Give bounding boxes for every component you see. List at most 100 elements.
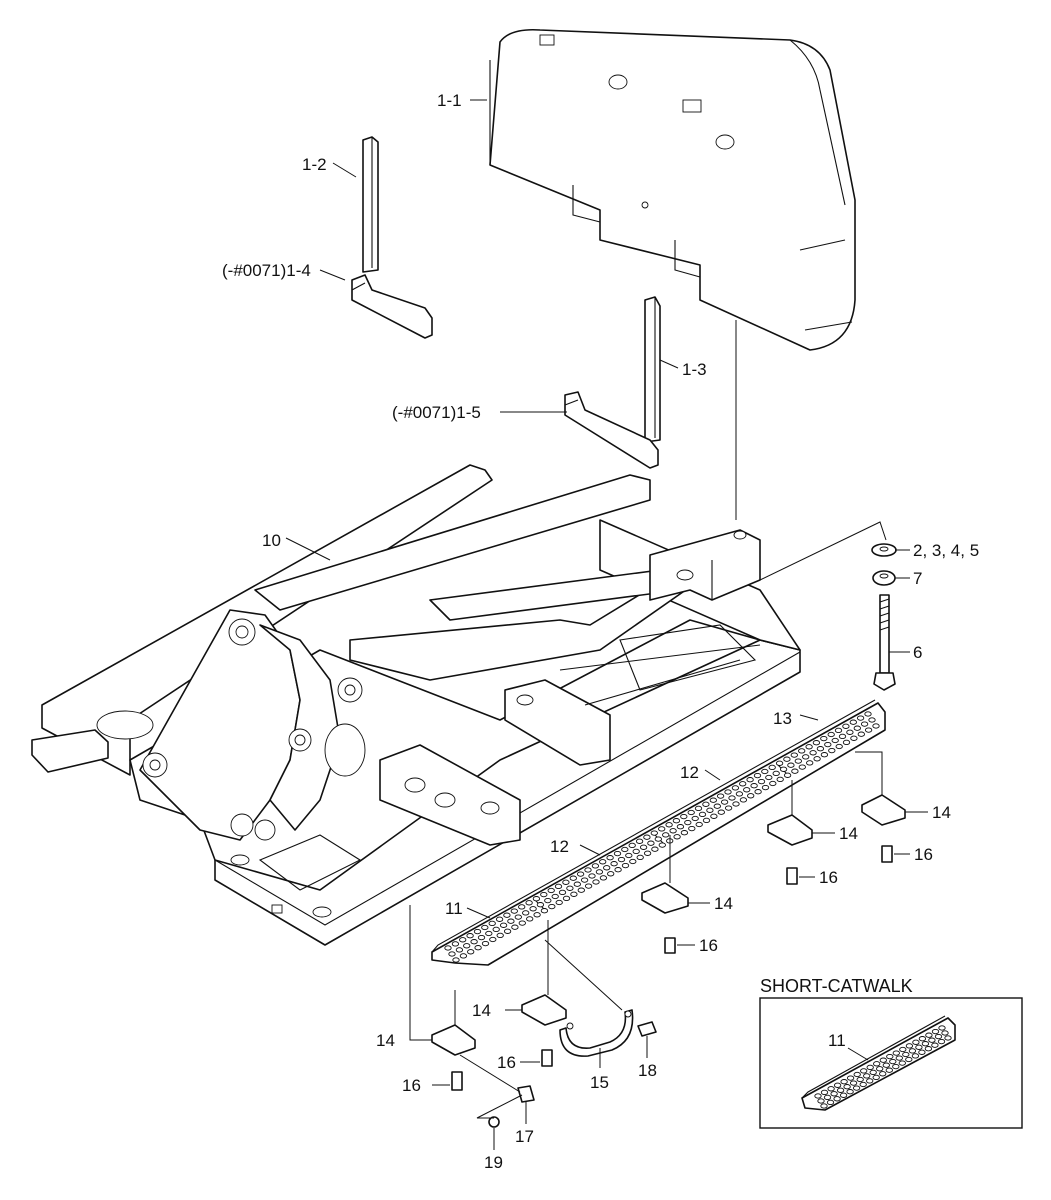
perforation — [709, 797, 717, 803]
perforation — [872, 1074, 880, 1081]
catwalk-holes — [444, 711, 880, 963]
perforation — [840, 1079, 848, 1085]
liner-1-2 — [362, 136, 379, 273]
perforation — [850, 735, 858, 741]
perforation — [588, 873, 596, 879]
perforation — [872, 723, 880, 729]
perforation — [938, 1025, 946, 1031]
perforation — [724, 789, 732, 795]
perforation — [698, 811, 707, 818]
perforation — [806, 760, 814, 766]
perforation — [798, 748, 806, 754]
perforation — [820, 735, 828, 742]
perforation — [691, 815, 699, 822]
perforation — [566, 885, 574, 891]
label-11: 11 — [445, 899, 463, 918]
perforation — [925, 1032, 933, 1038]
perforation — [551, 893, 559, 900]
perforation — [864, 711, 872, 717]
label-12-b: 12 — [550, 837, 569, 856]
perforation — [540, 891, 548, 898]
label-18: 18 — [638, 1061, 657, 1080]
perforation — [614, 867, 622, 873]
label-1-2: 1-2 — [302, 155, 327, 174]
perforation — [918, 1036, 927, 1042]
perforation — [941, 1030, 949, 1036]
perforation — [503, 928, 512, 934]
perforation — [676, 824, 685, 830]
perforation — [846, 1075, 855, 1081]
part-labels: 1-1 1-2 (-#0071)1-4 1-3 (-#0071)1-5 10 2… — [222, 91, 979, 1172]
perforation — [662, 832, 670, 838]
perforation — [470, 939, 478, 945]
label-16-a: 16 — [914, 845, 933, 864]
stay-15 — [559, 1009, 634, 1057]
perforation — [451, 941, 460, 947]
perforation — [828, 747, 836, 754]
perforation — [639, 844, 648, 850]
perforation — [934, 1033, 943, 1040]
perforation — [477, 934, 486, 941]
perforation — [536, 902, 545, 908]
perforation — [673, 834, 681, 840]
perforation — [924, 1046, 933, 1052]
perforation — [555, 899, 563, 906]
perforation — [860, 721, 869, 727]
perforation — [629, 858, 637, 865]
perforation — [710, 813, 718, 819]
perforation — [895, 1055, 903, 1061]
perforation — [757, 778, 766, 785]
perforation — [809, 750, 817, 756]
perforation — [481, 940, 490, 947]
perforation — [769, 780, 777, 787]
perforation — [455, 947, 464, 953]
liner-1-4 — [351, 274, 433, 339]
perforation — [573, 881, 581, 887]
perforation — [607, 871, 615, 877]
perforation — [856, 715, 865, 721]
leader-lines — [285, 99, 928, 1150]
perforation — [911, 1053, 920, 1059]
perforation — [525, 900, 533, 906]
perforation — [554, 883, 563, 890]
perforation — [570, 891, 578, 897]
perforation — [805, 744, 813, 750]
perforation — [466, 933, 474, 939]
perforation — [522, 910, 530, 916]
perforation — [827, 731, 835, 738]
perforation — [826, 1099, 835, 1106]
perforation — [853, 725, 861, 731]
washer-7 — [872, 570, 896, 586]
catwalk-assembly — [431, 699, 886, 966]
perforation — [599, 859, 607, 865]
label-10: 10 — [262, 531, 281, 550]
perforation — [544, 897, 552, 904]
label-15: 15 — [590, 1073, 609, 1092]
perforation — [518, 904, 526, 910]
perforation — [562, 895, 571, 902]
perforation — [886, 1053, 894, 1060]
bolt-18 — [637, 1021, 657, 1037]
label-14-b: 14 — [472, 1001, 491, 1020]
perforation — [610, 861, 618, 867]
perforation — [863, 1073, 871, 1079]
perforation — [706, 807, 714, 813]
label-13: 13 — [773, 709, 792, 728]
label-14-e: 14 — [932, 803, 951, 822]
perforation — [831, 737, 839, 744]
perforation — [665, 822, 673, 828]
perforation — [687, 809, 695, 816]
perforation — [558, 889, 567, 896]
perforation — [849, 1080, 858, 1086]
perforation — [635, 838, 644, 844]
perforation — [820, 1089, 829, 1096]
perforation — [499, 922, 508, 928]
perforation — [533, 912, 541, 918]
perforation — [836, 1087, 845, 1093]
perforation — [658, 826, 666, 832]
perforation — [463, 943, 471, 949]
perforation — [540, 908, 549, 914]
perforation — [684, 819, 692, 826]
perforation — [857, 731, 865, 737]
